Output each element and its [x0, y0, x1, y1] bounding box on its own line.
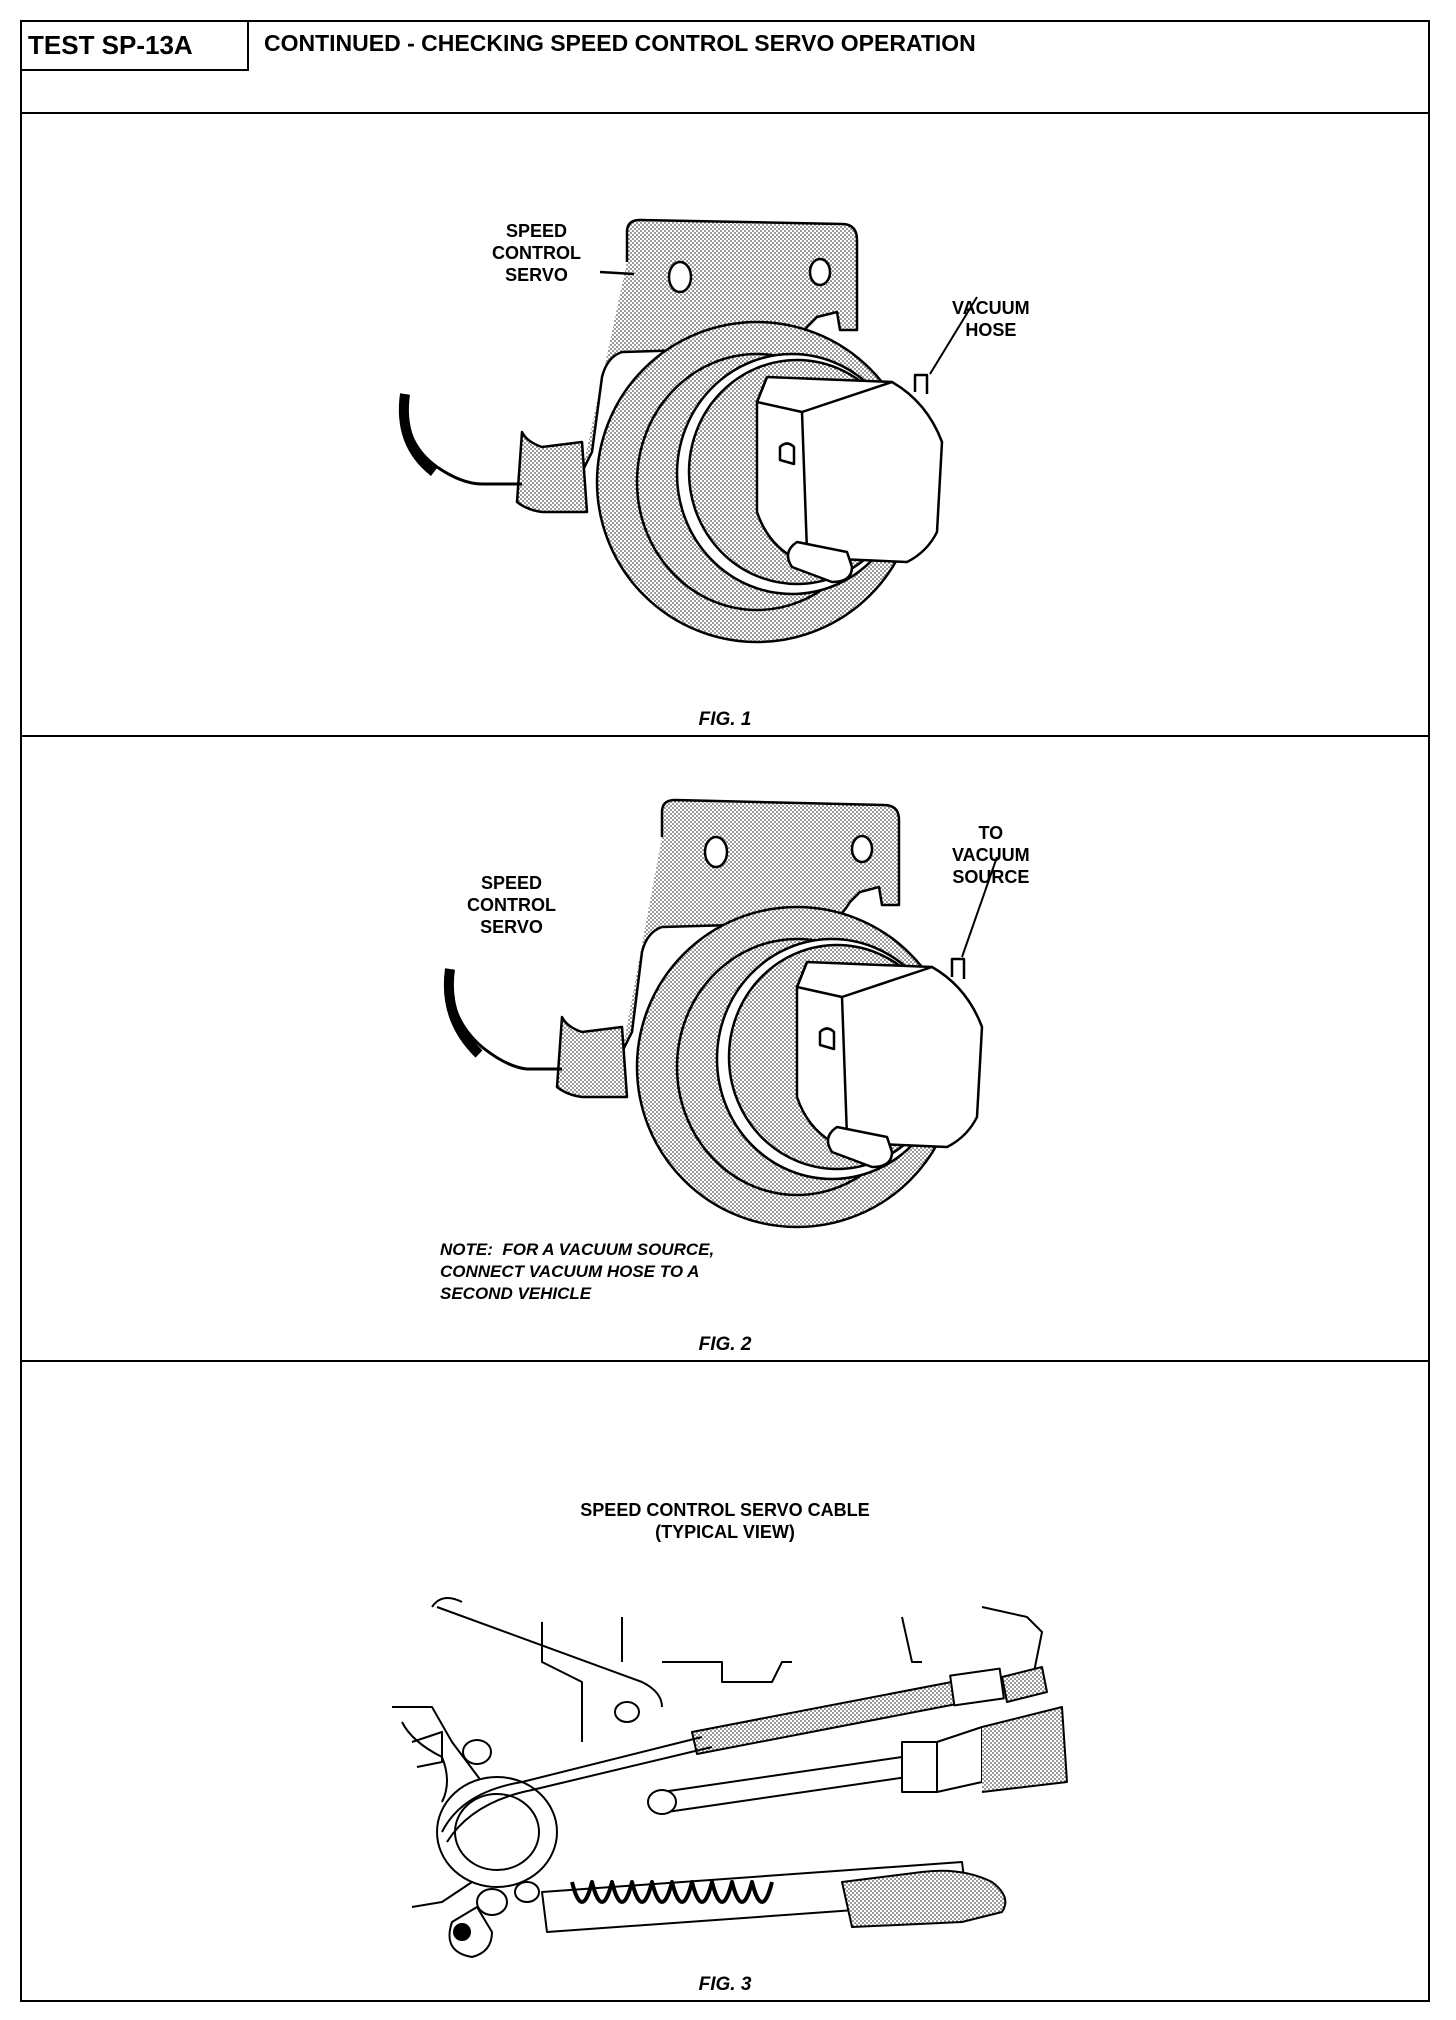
- figure-1-panel: SPEED CONTROL SERVO VACUUM HOSE FIG. 1: [22, 112, 1428, 737]
- figure-3-subtitle: (TYPICAL VIEW): [655, 1522, 795, 1542]
- page-title: CONTINUED - CHECKING SPEED CONTROL SERVO…: [264, 30, 976, 56]
- label-vacuum-hose: VACUUM HOSE: [952, 298, 1030, 340]
- test-id-box: TEST SP-13A: [22, 22, 249, 71]
- service-manual-page: TEST SP-13A CONTINUED - CHECKING SPEED C…: [20, 20, 1430, 2002]
- servo-cable-engine-illustration: [392, 1597, 1068, 1958]
- figure-3-panel: SPEED CONTROL SERVO CABLE (TYPICAL VIEW): [22, 1362, 1428, 2002]
- speed-control-servo-vacuum-illustration: [443, 798, 998, 1229]
- figure-3-caption: FIG. 3: [698, 1974, 752, 1995]
- label-speed-control-servo-2: SPEED CONTROL SERVO: [467, 873, 556, 937]
- speed-control-servo-illustration: [398, 218, 978, 644]
- label-speed-control-servo: SPEED CONTROL SERVO: [492, 221, 581, 285]
- figure-1-caption: FIG. 1: [698, 709, 752, 730]
- figure-2-caption: FIG. 2: [698, 1334, 752, 1355]
- figure-2-panel: SPEED CONTROL SERVO TO VACUUM SOURCE NOT…: [22, 737, 1428, 1362]
- note-vacuum-source: NOTE: FOR A VACUUM SOURCE, CONNECT VACUU…: [440, 1240, 715, 1303]
- figure-3-title: SPEED CONTROL SERVO CABLE: [580, 1500, 870, 1520]
- page-header: TEST SP-13A CONTINUED - CHECKING SPEED C…: [22, 22, 1428, 114]
- label-to-vacuum-source: TO VACUUM SOURCE: [952, 823, 1030, 887]
